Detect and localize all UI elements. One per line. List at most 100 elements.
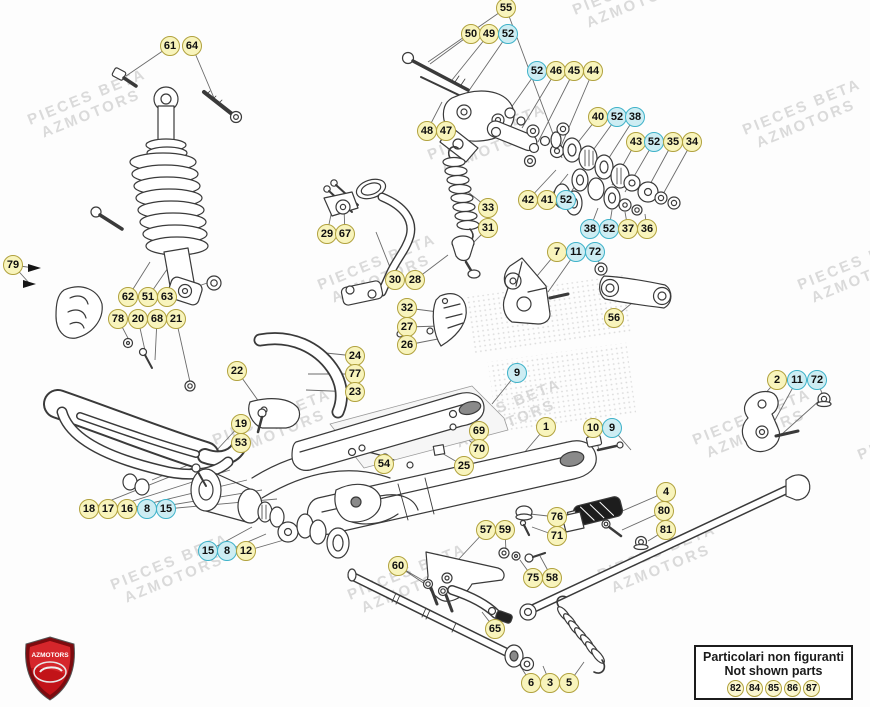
callout-28[interactable]: 28 bbox=[405, 270, 425, 290]
callout-52[interactable]: 52 bbox=[525, 59, 549, 83]
pedal-bracket bbox=[422, 551, 513, 624]
callout-29[interactable]: 29 bbox=[317, 224, 337, 244]
callout-21[interactable]: 21 bbox=[166, 309, 186, 329]
legend-part-84: 84 bbox=[746, 680, 763, 697]
callout-4[interactable]: 4 bbox=[656, 482, 676, 502]
callout-51[interactable]: 51 bbox=[138, 287, 158, 307]
callout-15[interactable]: 15 bbox=[196, 539, 220, 563]
callout-45[interactable]: 45 bbox=[564, 61, 584, 81]
callout-49[interactable]: 49 bbox=[479, 24, 499, 44]
callout-34[interactable]: 34 bbox=[682, 132, 702, 152]
callout-9[interactable]: 9 bbox=[600, 416, 624, 440]
callout-64[interactable]: 64 bbox=[182, 36, 202, 56]
callout-61[interactable]: 61 bbox=[160, 36, 180, 56]
callout-38[interactable]: 38 bbox=[623, 105, 647, 129]
shock-hardware bbox=[90, 67, 243, 291]
callout-77[interactable]: 77 bbox=[345, 364, 365, 384]
callout-58[interactable]: 58 bbox=[542, 568, 562, 588]
callout-67[interactable]: 67 bbox=[335, 224, 355, 244]
callout-60[interactable]: 60 bbox=[388, 556, 408, 576]
callout-31[interactable]: 31 bbox=[478, 218, 498, 238]
callout-12[interactable]: 12 bbox=[236, 541, 256, 561]
callout-57[interactable]: 57 bbox=[476, 520, 496, 540]
chain-roller-bracket bbox=[323, 179, 359, 217]
callout-6[interactable]: 6 bbox=[521, 673, 541, 693]
callout-50[interactable]: 50 bbox=[461, 24, 481, 44]
callout-76[interactable]: 76 bbox=[547, 507, 567, 527]
callout-9[interactable]: 9 bbox=[505, 361, 529, 385]
callout-8[interactable]: 8 bbox=[135, 497, 159, 521]
callout-44[interactable]: 44 bbox=[583, 61, 603, 81]
callout-78[interactable]: 78 bbox=[108, 309, 128, 329]
small-hardware bbox=[498, 505, 547, 563]
not-shown-parts-box: Particolari non figuranti Not shown part… bbox=[694, 645, 853, 700]
callout-81[interactable]: 81 bbox=[656, 520, 676, 540]
callout-72[interactable]: 72 bbox=[583, 240, 607, 264]
legend-title-english: Not shown parts bbox=[724, 664, 823, 678]
callout-38[interactable]: 38 bbox=[578, 217, 602, 241]
callout-63[interactable]: 63 bbox=[157, 287, 177, 307]
callout-47[interactable]: 47 bbox=[436, 121, 456, 141]
callout-62[interactable]: 62 bbox=[118, 287, 138, 307]
callout-75[interactable]: 75 bbox=[523, 568, 543, 588]
callout-18[interactable]: 18 bbox=[79, 499, 99, 519]
legend-part-82: 82 bbox=[727, 680, 744, 697]
brand-logo-text: AZMOTORS bbox=[31, 652, 69, 659]
callout-24[interactable]: 24 bbox=[345, 346, 365, 366]
callout-37[interactable]: 37 bbox=[618, 219, 638, 239]
arrow-markers bbox=[23, 264, 41, 288]
callout-22[interactable]: 22 bbox=[227, 361, 247, 381]
callout-43[interactable]: 43 bbox=[626, 132, 646, 152]
callout-59[interactable]: 59 bbox=[495, 520, 515, 540]
callout-54[interactable]: 54 bbox=[374, 454, 394, 474]
callout-69[interactable]: 69 bbox=[469, 421, 489, 441]
callout-36[interactable]: 36 bbox=[637, 219, 657, 239]
callout-52[interactable]: 52 bbox=[597, 217, 621, 241]
callout-7[interactable]: 7 bbox=[547, 242, 567, 262]
callout-52[interactable]: 52 bbox=[496, 22, 520, 46]
callout-52[interactable]: 52 bbox=[642, 130, 666, 154]
callout-33[interactable]: 33 bbox=[478, 198, 498, 218]
callout-32[interactable]: 32 bbox=[397, 298, 417, 318]
callout-23[interactable]: 23 bbox=[345, 382, 365, 402]
callout-17[interactable]: 17 bbox=[98, 499, 118, 519]
callout-19[interactable]: 19 bbox=[231, 414, 251, 434]
callout-56[interactable]: 56 bbox=[604, 308, 624, 328]
callout-2[interactable]: 2 bbox=[767, 370, 787, 390]
parts-lineart bbox=[43, 51, 832, 674]
callout-30[interactable]: 30 bbox=[385, 270, 405, 290]
callout-27[interactable]: 27 bbox=[397, 317, 417, 337]
callout-65[interactable]: 65 bbox=[485, 619, 505, 639]
callout-26[interactable]: 26 bbox=[397, 335, 417, 355]
callout-55[interactable]: 55 bbox=[496, 0, 516, 18]
callout-48[interactable]: 48 bbox=[417, 121, 437, 141]
callout-10[interactable]: 10 bbox=[583, 418, 603, 438]
callout-3[interactable]: 3 bbox=[540, 673, 560, 693]
callout-35[interactable]: 35 bbox=[663, 132, 683, 152]
callout-40[interactable]: 40 bbox=[588, 107, 608, 127]
callout-20[interactable]: 20 bbox=[128, 309, 148, 329]
callout-52[interactable]: 52 bbox=[554, 188, 578, 212]
callout-71[interactable]: 71 bbox=[547, 526, 567, 546]
callout-5[interactable]: 5 bbox=[559, 673, 579, 693]
callout-79[interactable]: 79 bbox=[3, 255, 23, 275]
callout-42[interactable]: 42 bbox=[518, 190, 538, 210]
bump-stop bbox=[451, 235, 481, 279]
callout-1[interactable]: 1 bbox=[536, 417, 556, 437]
callout-11[interactable]: 11 bbox=[785, 368, 809, 392]
callout-46[interactable]: 46 bbox=[546, 61, 566, 81]
callout-53[interactable]: 53 bbox=[231, 433, 251, 453]
callout-11[interactable]: 11 bbox=[564, 240, 588, 264]
callout-52[interactable]: 52 bbox=[605, 105, 629, 129]
callout-25[interactable]: 25 bbox=[454, 456, 474, 476]
callout-41[interactable]: 41 bbox=[537, 190, 557, 210]
callout-16[interactable]: 16 bbox=[117, 499, 137, 519]
callout-15[interactable]: 15 bbox=[154, 497, 178, 521]
callout-80[interactable]: 80 bbox=[654, 501, 674, 521]
callout-8[interactable]: 8 bbox=[215, 539, 239, 563]
callout-70[interactable]: 70 bbox=[469, 439, 489, 459]
callout-72[interactable]: 72 bbox=[805, 368, 829, 392]
callout-68[interactable]: 68 bbox=[147, 309, 167, 329]
